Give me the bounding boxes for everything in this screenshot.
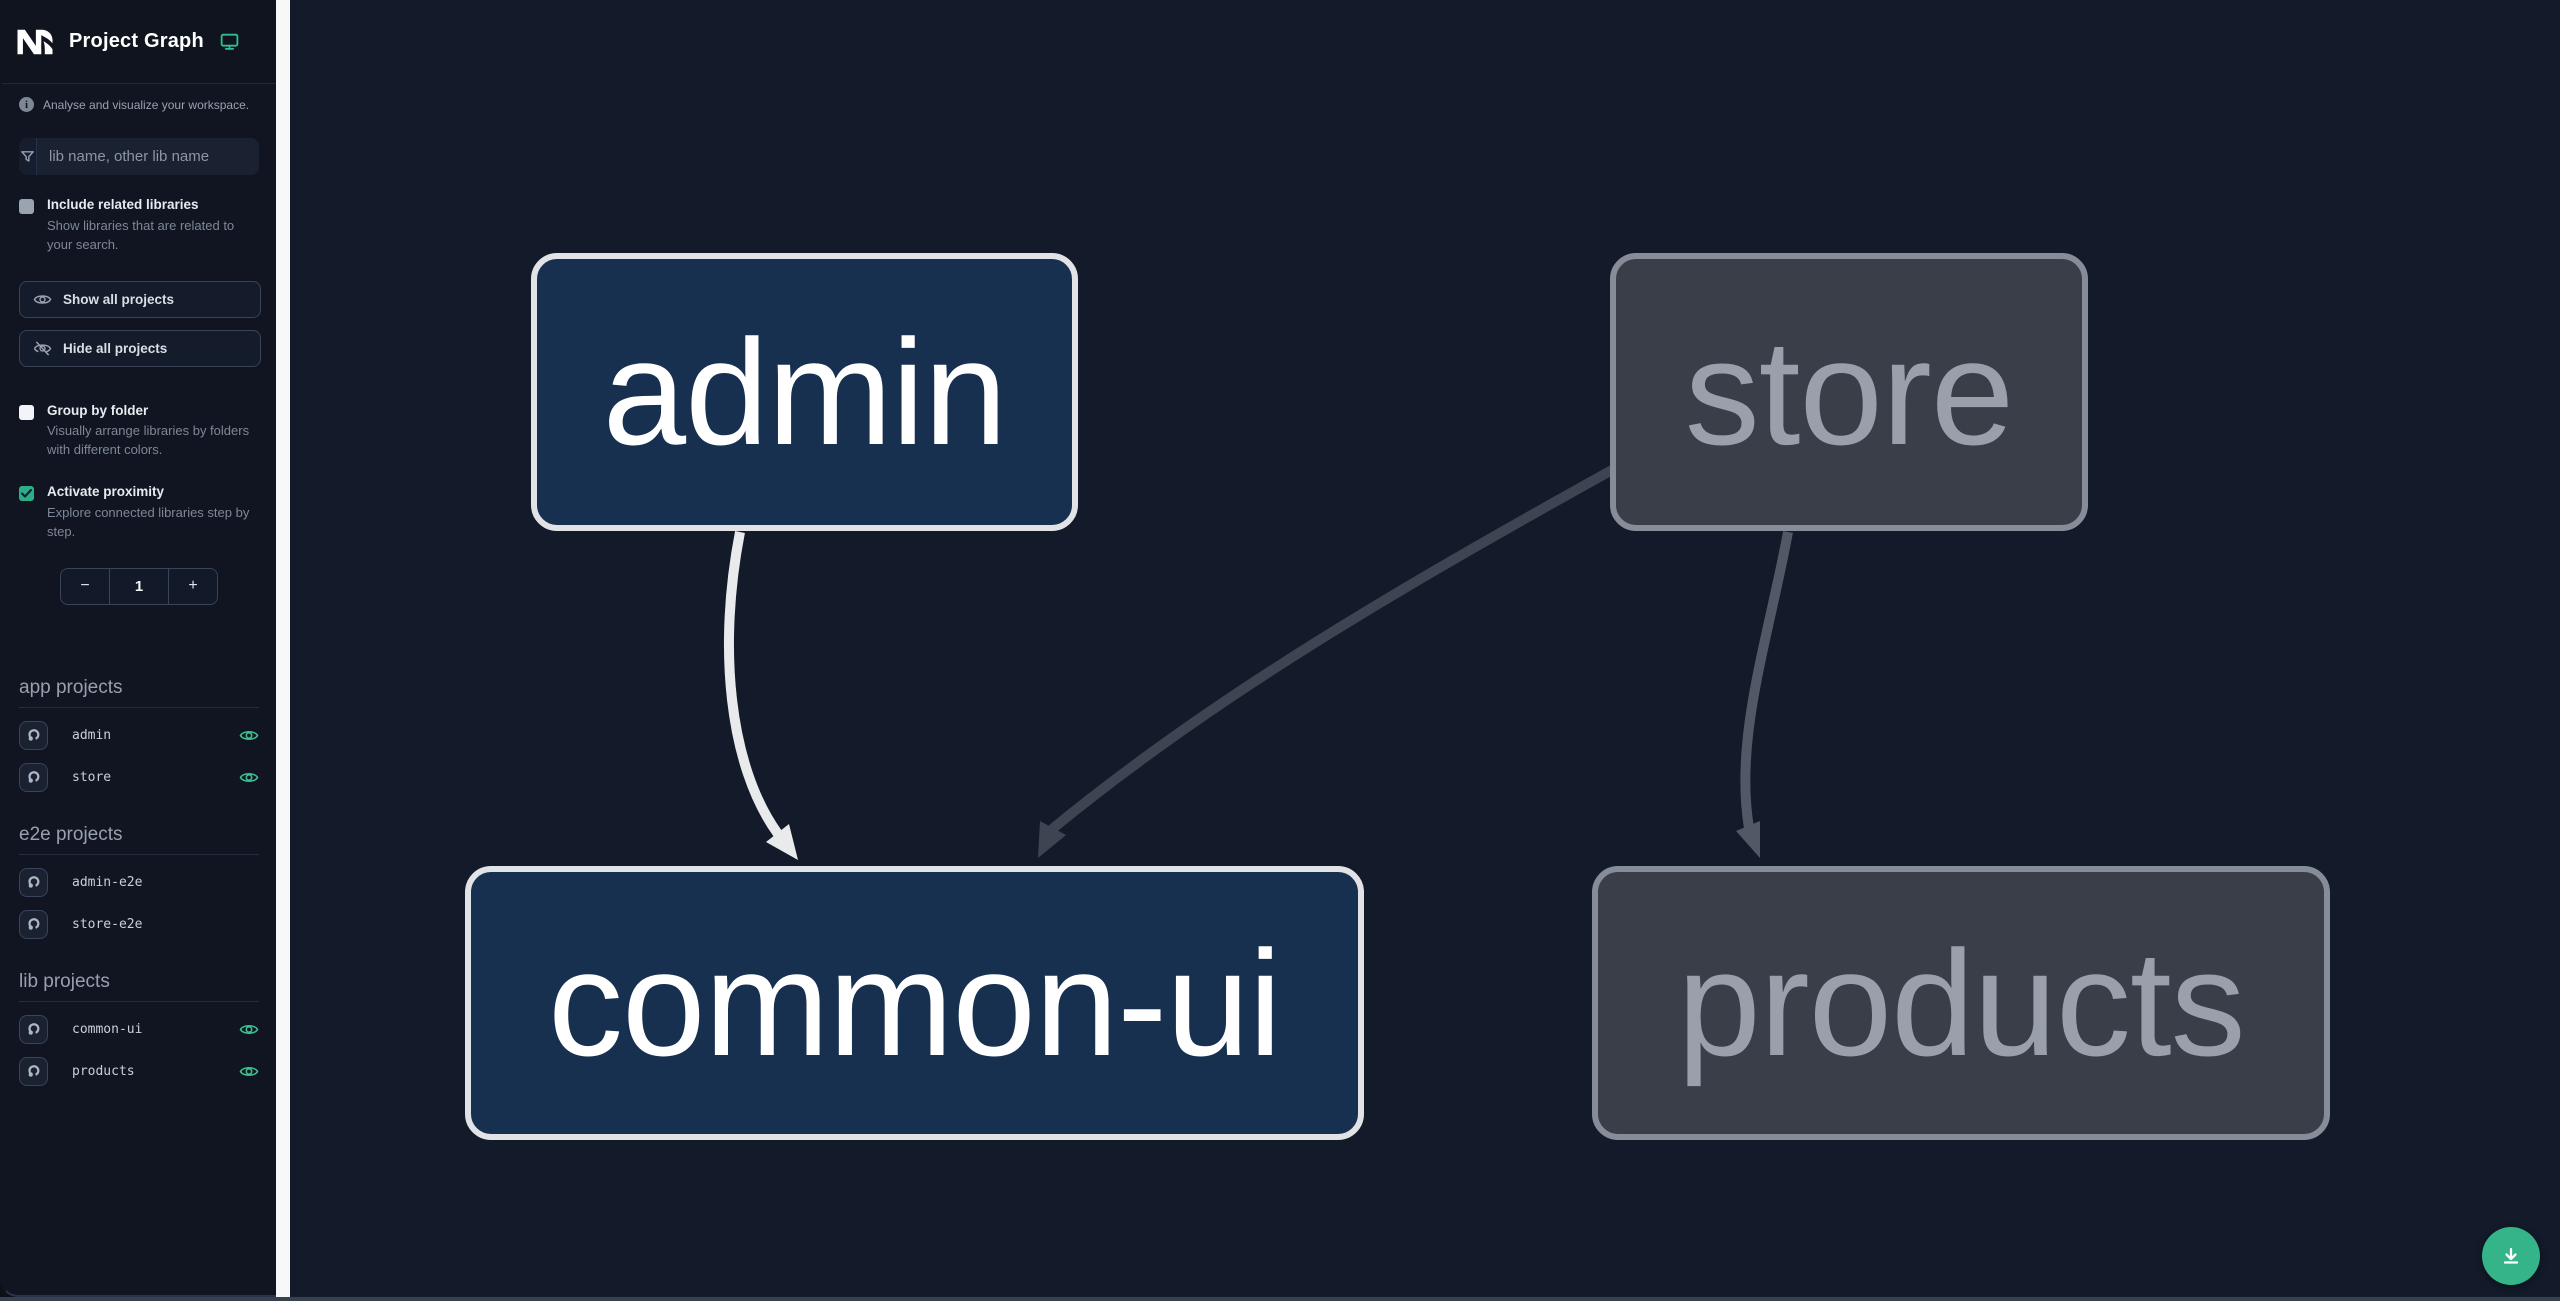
- option-label: Include related libraries: [47, 197, 199, 212]
- focus-project-icon: [28, 728, 40, 741]
- project-row-admin: admin: [19, 720, 259, 750]
- nx-logo: [17, 29, 53, 54]
- monitor-icon: [220, 33, 239, 50]
- project-name: admin-e2e: [72, 874, 143, 890]
- eye-icon: [239, 730, 259, 740]
- project-name: store: [72, 769, 112, 785]
- project-row-store-e2e: store-e2e: [19, 909, 259, 939]
- checkbox-activate-proximity[interactable]: [19, 486, 34, 502]
- search-input[interactable]: [37, 138, 259, 175]
- project-row-store: store: [19, 762, 259, 792]
- eye-off-icon: [33, 340, 52, 356]
- proximity-stepper: − 1 +: [60, 567, 218, 605]
- focus-project-button[interactable]: [19, 1014, 48, 1044]
- toggle-visibility-button[interactable]: [237, 770, 259, 785]
- show-all-projects-button[interactable]: Show all projects: [19, 280, 261, 318]
- focus-project-icon: [28, 1022, 40, 1035]
- window-bottom-edge: [0, 1297, 2560, 1301]
- focus-project-icon: [28, 1064, 40, 1077]
- download-icon: [2503, 1247, 2519, 1264]
- eye-icon: [239, 1066, 259, 1076]
- focus-project-button[interactable]: [19, 720, 48, 750]
- option-description: Show libraries that are related to your …: [47, 217, 235, 252]
- checkbox-group-by-folder[interactable]: [19, 404, 34, 420]
- section-app-projects: app projects admin: [19, 677, 259, 792]
- eye-icon: [239, 772, 259, 782]
- option-activate-proximity: Activate proximity Explore connected lib…: [19, 484, 259, 542]
- sidebar: Project Graph i Analyse and visualize yo…: [0, 0, 276, 1297]
- download-graph-button[interactable]: [2482, 1227, 2540, 1285]
- project-row-common-ui: common-ui: [19, 1014, 259, 1044]
- edge-admin-to-common-ui[interactable]: [723, 531, 783, 837]
- toggle-visibility-button[interactable]: [237, 1022, 259, 1037]
- toggle-visibility-button[interactable]: [237, 728, 259, 743]
- edge-store-to-common-ui-arrowhead: [1038, 821, 1066, 858]
- edge-store-to-common-ui[interactable]: [1047, 465, 1615, 834]
- option-group-by-folder: Group by folder Visually arrange librari…: [19, 403, 259, 461]
- info-icon: i: [19, 97, 34, 112]
- sidebar-resizer[interactable]: [276, 0, 290, 1297]
- proximity-value[interactable]: 1: [109, 568, 169, 604]
- project-row-products: products: [19, 1056, 259, 1086]
- show-all-projects-label: Show all projects: [63, 291, 175, 307]
- section-title: e2e projects: [19, 824, 259, 855]
- graph-node-common-ui[interactable]: common-ui: [465, 866, 1364, 1140]
- section-title: app projects: [19, 677, 259, 708]
- workspace-tagline: i Analyse and visualize your workspace.: [19, 97, 259, 112]
- graph-node-admin[interactable]: admin: [531, 253, 1078, 531]
- hide-all-projects-button[interactable]: Hide all projects: [19, 329, 261, 367]
- search-box: [19, 138, 259, 175]
- project-name: store-e2e: [72, 916, 143, 932]
- graph-node-store[interactable]: store: [1610, 253, 2088, 531]
- project-name: admin: [72, 727, 112, 743]
- toggle-visibility-button[interactable]: [237, 1064, 259, 1079]
- eye-icon: [239, 1024, 259, 1034]
- tagline-text: Analyse and visualize your workspace.: [43, 97, 250, 112]
- filter-icon: [19, 138, 37, 175]
- project-name: products: [72, 1063, 135, 1079]
- focus-project-button[interactable]: [19, 867, 48, 897]
- project-name: common-ui: [72, 1021, 143, 1037]
- proximity-increment-button[interactable]: +: [188, 577, 198, 595]
- graph-canvas[interactable]: admin store common-ui products: [290, 0, 2560, 1297]
- proximity-decrement-button[interactable]: −: [80, 577, 90, 595]
- option-description: Explore connected libraries step by step…: [47, 505, 250, 539]
- section-lib-projects: lib projects common-ui: [19, 971, 259, 1086]
- hide-all-projects-label: Hide all projects: [63, 340, 168, 356]
- focus-project-icon: [28, 917, 40, 930]
- option-label: Group by folder: [47, 402, 149, 418]
- graph-node-products[interactable]: products: [1592, 866, 2330, 1140]
- edge-store-to-products[interactable]: [1740, 531, 1793, 829]
- option-label: Activate proximity: [47, 484, 165, 500]
- eye-icon: [33, 294, 52, 304]
- focus-project-icon: [28, 875, 40, 888]
- edge-admin-to-common-ui-arrowhead: [766, 824, 798, 860]
- option-include-related: Include related libraries Show libraries…: [19, 197, 259, 255]
- section-e2e-projects: e2e projects admin-e2e store-: [19, 824, 259, 939]
- option-description: Visually arrange libraries by folders wi…: [47, 423, 250, 458]
- focus-project-button[interactable]: [19, 762, 48, 792]
- app-header: Project Graph: [2, 0, 276, 84]
- page-title: Project Graph: [69, 30, 204, 52]
- focus-project-button[interactable]: [19, 909, 48, 939]
- focus-project-icon: [28, 770, 40, 783]
- edge-store-to-products-arrowhead: [1736, 821, 1760, 858]
- checkbox-include-related[interactable]: [19, 199, 34, 214]
- check-icon: [21, 489, 32, 498]
- focus-project-button[interactable]: [19, 1056, 48, 1086]
- project-row-admin-e2e: admin-e2e: [19, 867, 259, 897]
- section-title: lib projects: [19, 971, 259, 1002]
